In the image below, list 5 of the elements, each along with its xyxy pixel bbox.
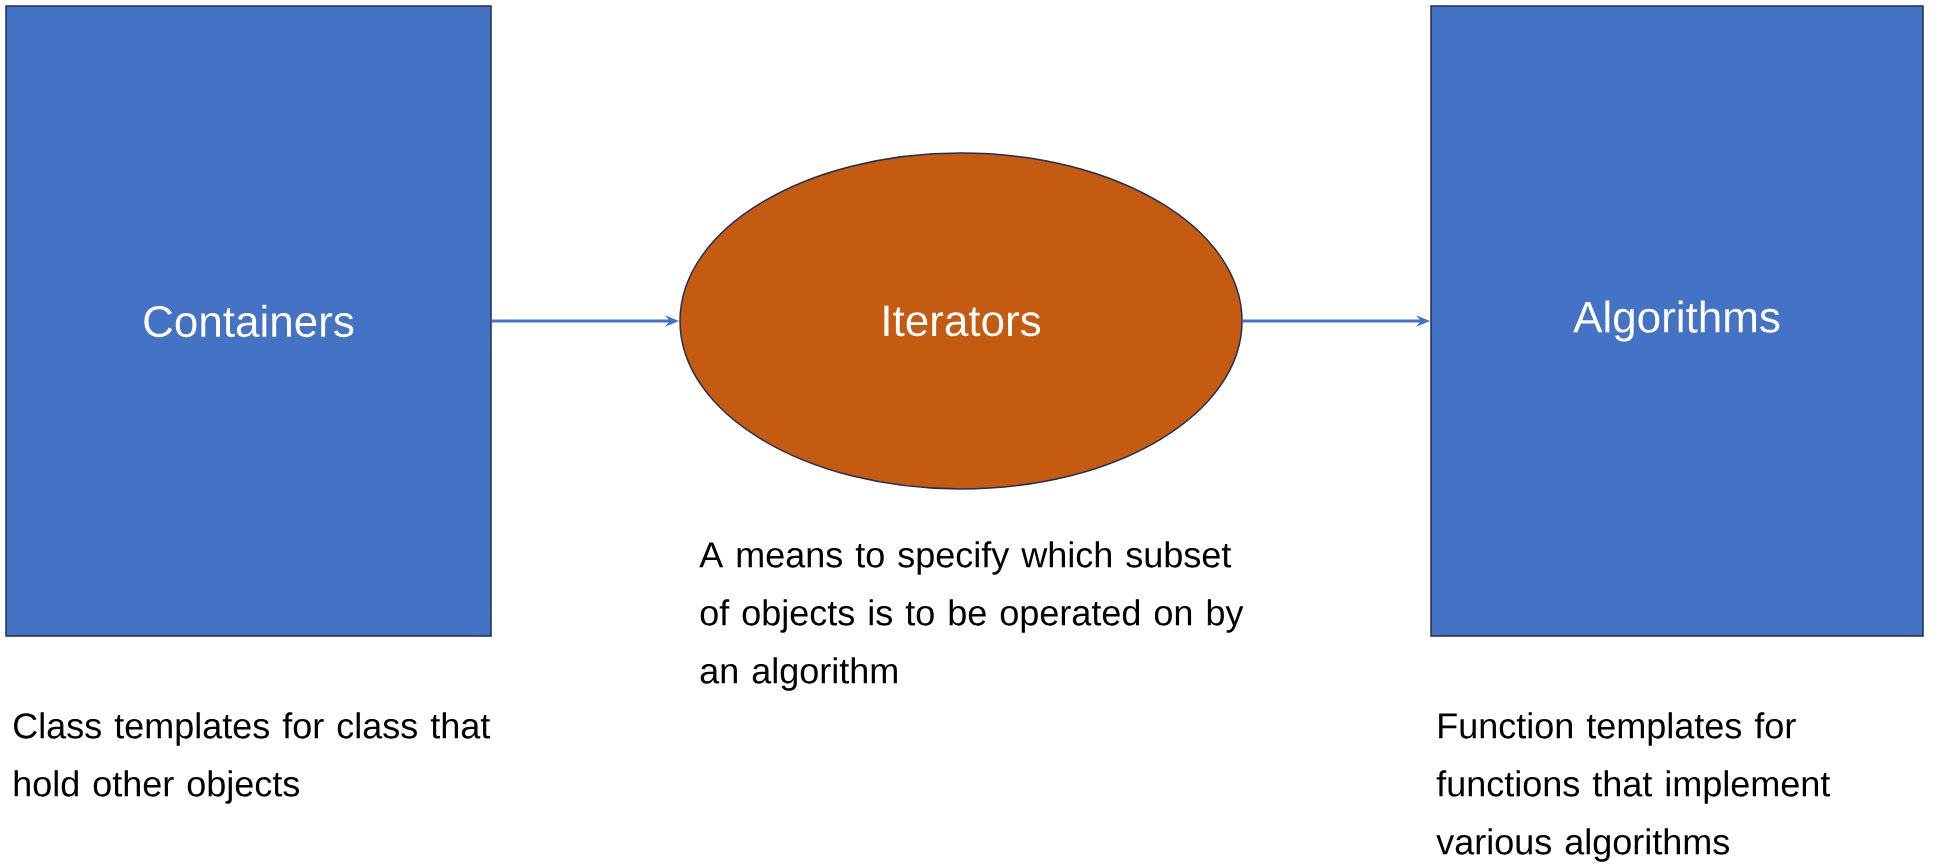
- process-box: Containers: [5, 5, 492, 637]
- description-text: A means to specify which subset of objects is to be operated on by an algorithm: [699, 541, 1244, 691]
- description-text: Class templates for class that hold other objects: [14, 712, 491, 804]
- description-text: Function templates for functions that implement various algorithms: [1436, 712, 1831, 862]
- process-box: Algorithms: [1430, 5, 1924, 637]
